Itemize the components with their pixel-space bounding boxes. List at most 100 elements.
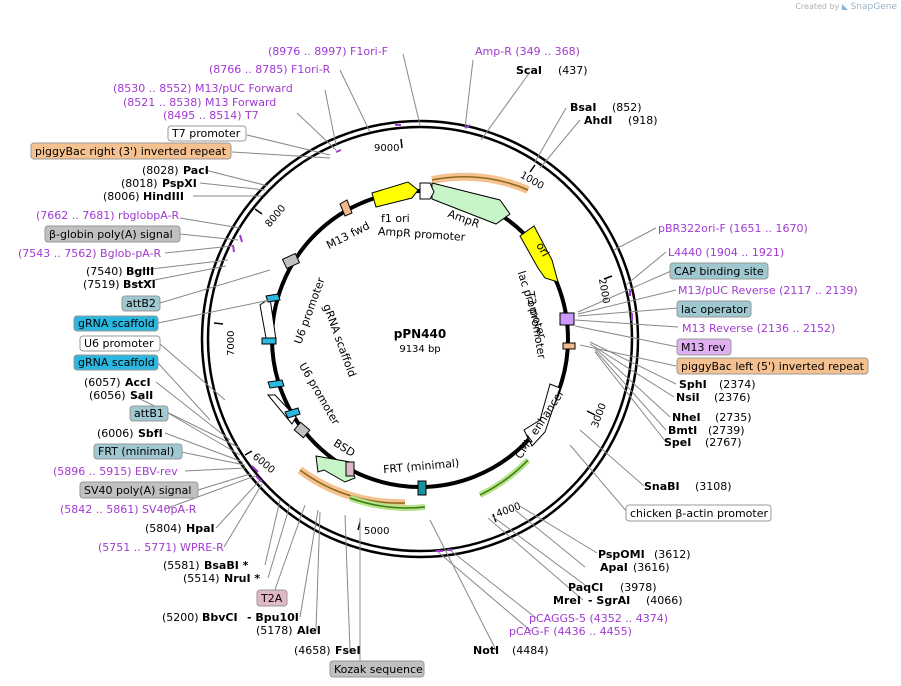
label-bstxi-pos: (7519) — [83, 278, 120, 291]
label-pcaggs-5: pCAGGS-5 (4352 .. 4374) — [529, 612, 668, 625]
label-bmti: BmtI — [668, 424, 697, 437]
label-nrui-pos: (5514) — [183, 572, 220, 585]
tick-8000: 8000 — [264, 203, 289, 230]
label-frt-minimal: FRT (minimal) — [98, 445, 174, 458]
label-m13-forward: (8521 .. 8538) M13 Forward — [123, 96, 276, 109]
label-kozak: Kozak sequence — [334, 663, 423, 676]
label-grna2-box — [73, 354, 159, 371]
feature-m13-fwd — [339, 199, 353, 217]
label-cap-box — [669, 262, 769, 280]
label-frt-min-box — [93, 443, 183, 460]
label-amp-r: Amp-R (349 .. 368) — [475, 45, 580, 58]
label-t2a: T2A — [260, 592, 283, 605]
label-mrei: MreI — [553, 594, 581, 607]
feature-ori — [519, 225, 559, 283]
label-bglii-pos: (7540) — [86, 265, 123, 278]
feature-bglobin-box — [281, 252, 301, 270]
feature-frt-minimal — [417, 480, 427, 496]
label-kozak-box — [329, 660, 425, 678]
label-bbvci: BbvCI — [202, 611, 238, 624]
label-sbfi-pos: (6006) — [97, 427, 134, 440]
label-bsabi-pos: (5581) — [163, 559, 200, 572]
ruler-ticks — [213, 138, 613, 531]
label-m13puc-reverse: M13/pUC Reverse (2117 .. 2139) — [678, 284, 858, 297]
feature-ampr-promoter — [419, 182, 435, 200]
label-bbvci-pos: (5200) — [162, 611, 199, 624]
label-piggybac-right-box — [30, 142, 232, 160]
feature-primer-bind-top-line — [431, 176, 529, 191]
tick-4000: 4000 — [495, 501, 523, 520]
label-grna-scaffold-1: gRNA scaffold — [78, 317, 155, 330]
label-attb2: attB2 — [126, 297, 156, 310]
label-bglobin-box — [44, 225, 181, 243]
label-bglii: BglII — [126, 265, 154, 278]
feature-green-arc-2-line — [479, 459, 529, 496]
label-bglobin: β-globin poly(A) signal — [49, 228, 173, 241]
label-paqci-pos: (3978) — [620, 581, 657, 594]
feature-m13-fwd-label: M13 fwd — [324, 219, 371, 252]
tick-3000: 3000 — [590, 402, 609, 430]
feature-piggybac-left-box — [562, 342, 576, 350]
label-bglob-pa-r: (7543 .. 7562) Bglob-pA-R — [18, 247, 162, 260]
label-sgrai: - SgrAI — [588, 594, 630, 607]
label-spei: SpeI — [664, 436, 691, 449]
tick-2000: 2000 — [596, 278, 611, 305]
label-sv40-box — [79, 481, 199, 499]
label-chicken-box — [625, 504, 772, 522]
feature-bsd-label: BSD — [331, 437, 357, 460]
label-chicken-actin: chicken β-actin promoter — [630, 507, 768, 520]
label-sphi-pos: (2374) — [719, 378, 756, 391]
label-alei-pos: (5178) — [256, 624, 293, 637]
label-wpre-r: (5751 .. 5771) WPRE-R — [98, 541, 224, 554]
label-l4440: L4440 (1904 .. 1921) — [668, 246, 784, 259]
feature-f1-ori — [371, 181, 419, 208]
label-t2a-box — [256, 589, 288, 607]
label-f1ori-r: (8766 .. 8785) F1ori-R — [209, 63, 331, 76]
label-hpai-pos: (5804) — [145, 522, 182, 535]
label-paqci: PaqCI — [568, 581, 603, 594]
label-apai-pos: (3616) — [633, 561, 670, 574]
label-pcag-f: pCAG-F (4436 .. 4455) — [509, 625, 632, 638]
label-scai: ScaI — [516, 64, 542, 77]
label-bsai-pos: (852) — [612, 101, 642, 114]
tick-5000: 5000 — [364, 526, 389, 537]
label-grna-scaffold-2: gRNA scaffold — [78, 356, 155, 369]
snapgene-credit: Created by ◣ SnapGene — [795, 2, 897, 12]
primer-marks — [232, 124, 633, 552]
snapgene-logo-icon: ◣ — [841, 2, 849, 11]
label-attb1-box — [129, 405, 169, 422]
plasmid-name: pPN440 — [394, 327, 446, 341]
feature-lac-operator-box — [559, 312, 575, 326]
feature-f1-ori-label: f1 ori — [381, 212, 410, 225]
label-scai-pos: (437) — [558, 64, 588, 77]
label-snabi: SnaBI — [644, 480, 680, 493]
label-rbglobpa-r: (7662 .. 7681) rbglobpA-R — [36, 209, 180, 222]
label-attb1: attB1 — [134, 407, 164, 420]
label-bsai: BsaI — [570, 101, 596, 114]
label-acci: AccI — [125, 376, 151, 389]
label-noti-pos: (4484) — [512, 644, 549, 657]
label-spei-pos: (2767) — [705, 436, 742, 449]
label-hindiii: HindIII — [143, 190, 184, 203]
label-f1ori-f: (8976 .. 8997) F1ori-F — [268, 45, 388, 58]
label-apai: ApaI — [600, 561, 628, 574]
label-pspxi-pos: (8018) — [121, 177, 158, 190]
label-u6-box — [79, 335, 161, 352]
snapgene-brand-text: SnapGene — [850, 2, 897, 12]
label-pspxi: PspXI — [162, 177, 197, 190]
label-m13-rev: M13 rev — [681, 341, 726, 354]
label-sali: SalI — [130, 389, 153, 402]
feature-sv40-box — [293, 421, 311, 439]
label-acci-pos: (6057) — [84, 376, 121, 389]
label-m13rev-box — [676, 338, 732, 356]
feature-ori-label: ori — [533, 240, 551, 259]
label-cap-binding-site: CAP binding site — [674, 265, 764, 278]
label-alei: AleI — [297, 624, 321, 637]
feature-primer-bind-bottom-line — [299, 469, 406, 504]
label-nrui: NruI * — [224, 572, 260, 585]
label-piggybac-left: piggyBac left (5') inverted repeat — [681, 360, 865, 373]
label-u6-promoter: U6 promoter — [84, 337, 154, 350]
label-t7-promoter: T7 promoter — [171, 127, 241, 140]
label-pspomi: PspOMI — [598, 548, 645, 561]
